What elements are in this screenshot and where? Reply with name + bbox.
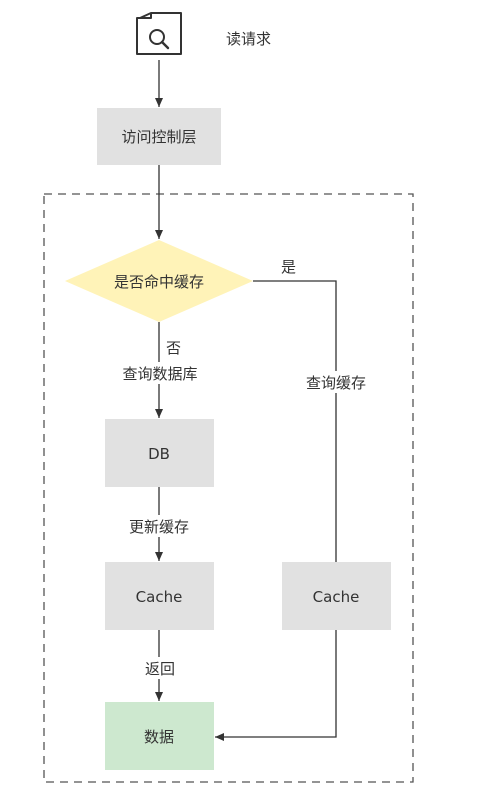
- edge-label-query-db: 查询数据库: [122, 365, 197, 383]
- edge-label-yes: 是: [281, 258, 296, 276]
- node-access-layer-label: 访问控制层: [121, 128, 196, 146]
- node-cache-left: [105, 562, 214, 630]
- search-document-icon: [136, 12, 182, 55]
- edge-label-no: 否: [166, 339, 181, 357]
- request-label: 读请求: [226, 30, 271, 48]
- edge-right-cache-to-data: [215, 630, 337, 741]
- node-db-label: DB: [148, 445, 170, 463]
- node-cache-hit-decision-label: 是否命中缓存: [114, 273, 204, 291]
- node-cache-right: [282, 562, 391, 630]
- node-data: [105, 702, 214, 770]
- node-cache-left-label: Cache: [136, 588, 183, 606]
- node-db: [105, 419, 214, 487]
- node-access-layer: [97, 108, 221, 165]
- node-cache-right-label: Cache: [313, 588, 360, 606]
- edge-decision-to-right-cache: [253, 280, 337, 562]
- edge-label-return: 返回: [145, 660, 175, 678]
- node-cache-hit-decision: [65, 240, 253, 322]
- dashed-boundary: [43, 193, 414, 783]
- node-data-label: 数据: [144, 728, 174, 746]
- edge-label-update-cache: 更新缓存: [129, 518, 189, 536]
- edge-label-query-cache: 查询缓存: [306, 374, 366, 392]
